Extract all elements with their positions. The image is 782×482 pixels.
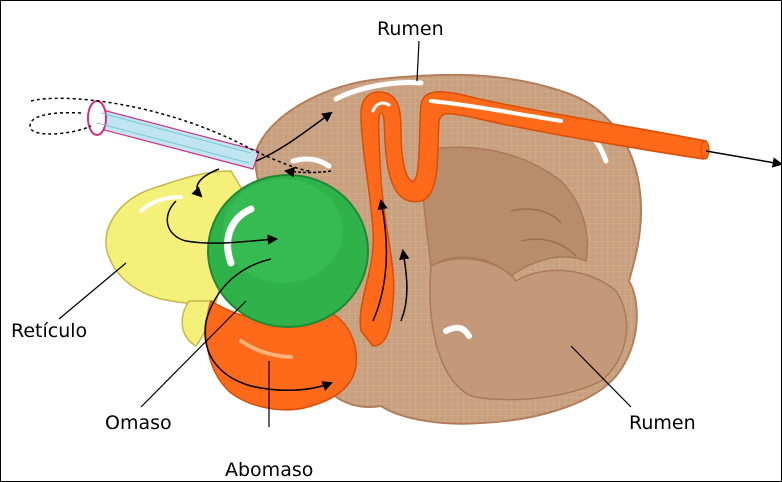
omaso-organ (208, 175, 368, 327)
label-rumen-bottom: Rumen (629, 412, 696, 434)
label-abomaso: Abomaso (225, 459, 313, 481)
esophagus-tube (88, 101, 259, 169)
label-omaso: Omaso (105, 412, 172, 434)
label-reticulo: Retículo (11, 320, 87, 342)
label-rumen-top: Rumen (377, 18, 444, 40)
